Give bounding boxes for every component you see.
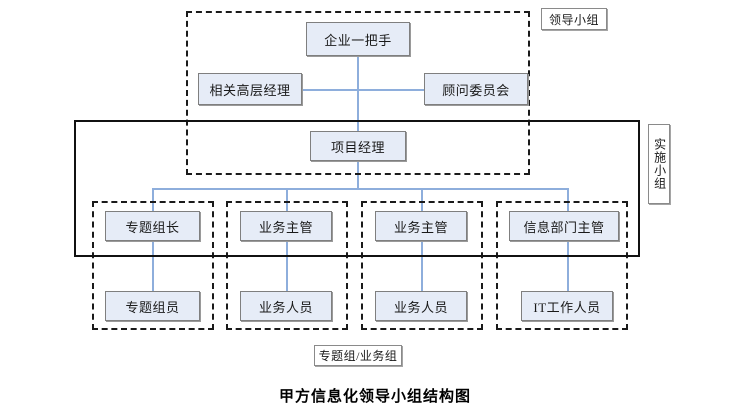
connector-managers-to-committee — [272, 89, 424, 91]
node-senior-managers[interactable]: 相关高层经理 — [198, 73, 302, 105]
business-group-frame-1 — [226, 201, 348, 330]
node-it-staff[interactable]: IT工作人员 — [521, 291, 613, 321]
node-topic-group-leader[interactable]: 专题组长 — [105, 211, 200, 241]
node-it-department-head[interactable]: 信息部门主管 — [509, 211, 619, 241]
implementation-group-frame — [74, 120, 640, 257]
node-business-staff-2[interactable]: 业务人员 — [375, 291, 467, 321]
node-business-staff-1[interactable]: 业务人员 — [240, 291, 332, 321]
node-topic-group-member[interactable]: 专题组员 — [105, 291, 200, 321]
topic-group-frame-1 — [92, 201, 214, 330]
node-business-supervisor-1[interactable]: 业务主管 — [240, 211, 332, 241]
connector-leader-to-pm — [357, 56, 359, 132]
node-project-manager[interactable]: 项目经理 — [310, 131, 406, 161]
connector-branch-bus — [152, 188, 569, 190]
node-advisory-committee[interactable]: 顾问委员会 — [424, 73, 528, 105]
leadership-group-frame — [186, 11, 530, 175]
tag-implementation-group: 实施小组 — [648, 124, 670, 204]
business-group-frame-2 — [361, 201, 483, 330]
node-business-supervisor-2[interactable]: 业务主管 — [375, 211, 467, 241]
tag-leadership-group: 领导小组 — [541, 8, 607, 30]
node-top-leader[interactable]: 企业一把手 — [306, 22, 410, 56]
tag-topic-business-group: 专题组/业务组 — [314, 345, 402, 366]
it-group-frame — [496, 201, 628, 330]
diagram-title: 甲方信息化领导小组结构图 — [278, 387, 471, 405]
